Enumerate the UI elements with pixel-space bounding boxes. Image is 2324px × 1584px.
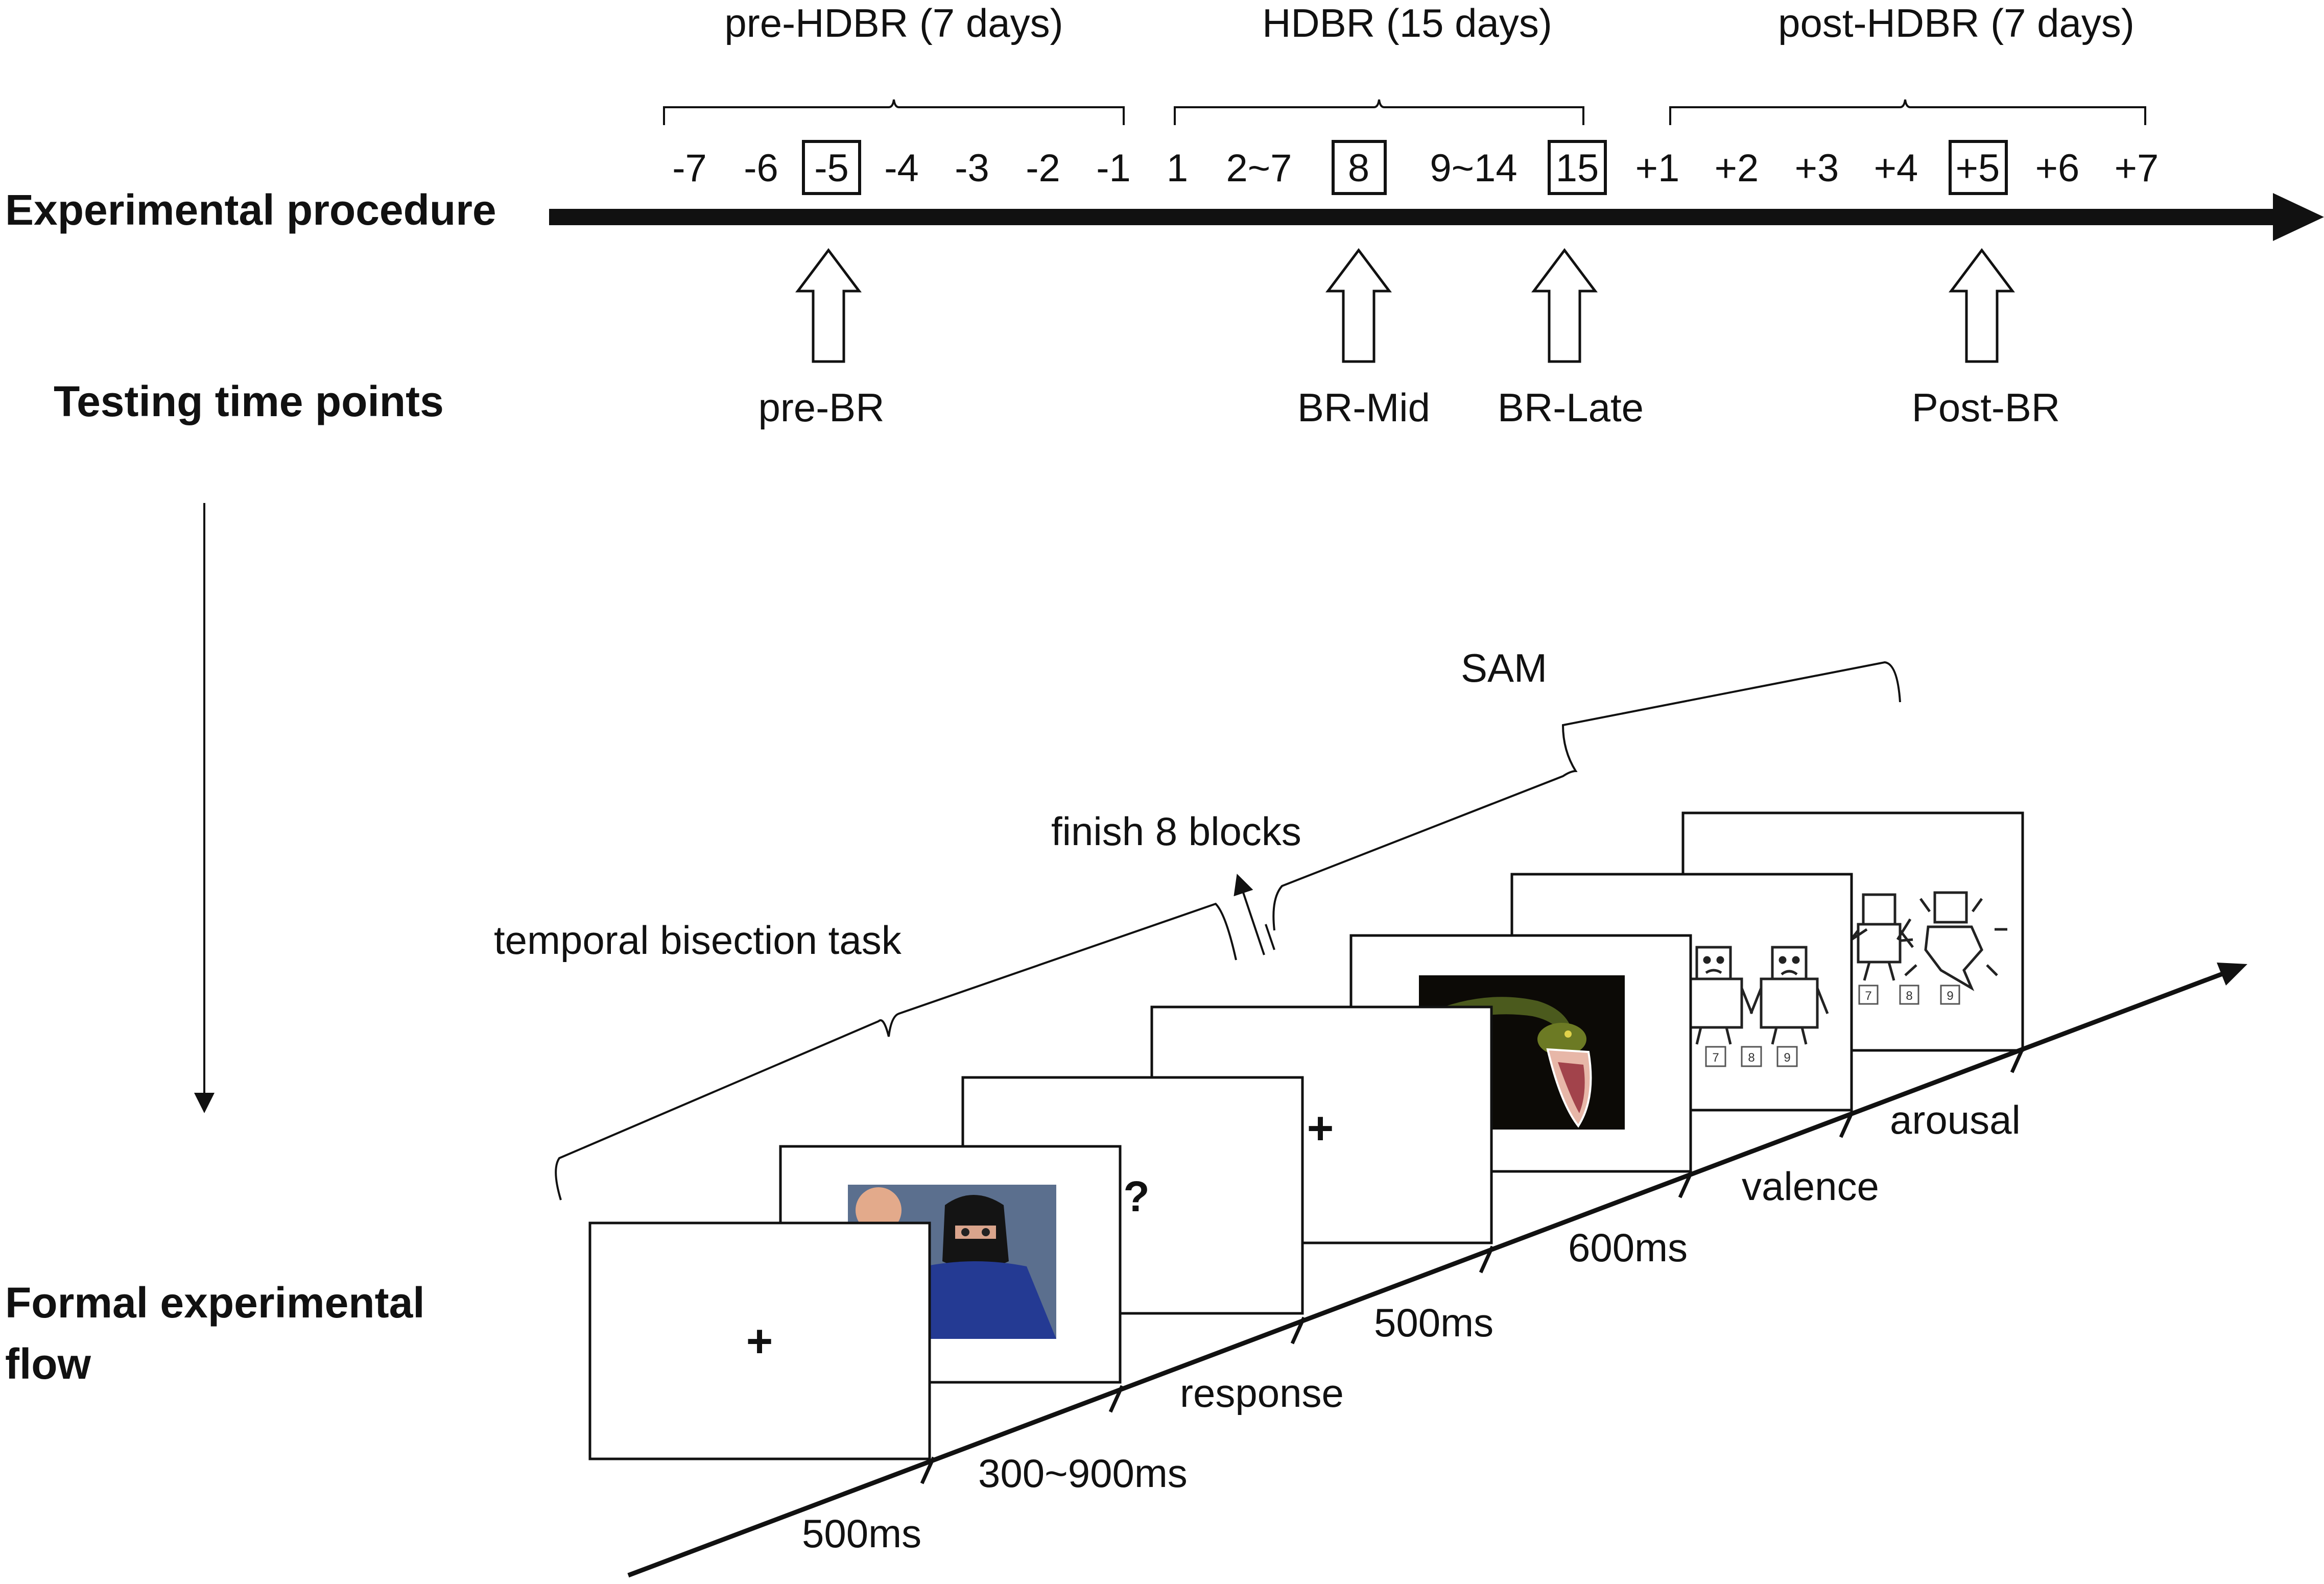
day-box-8 (1332, 140, 1387, 195)
sam-scale-value: 8 (1748, 1051, 1754, 1065)
day-tick: -7 (672, 147, 707, 190)
day-tick: 1 (1167, 147, 1188, 190)
sam-scale-value: 7 (1865, 989, 1871, 1003)
testing-row-label: Testing time points (54, 377, 444, 425)
up-arrow-icon (1949, 248, 2015, 363)
phase-brace-pre (663, 99, 1125, 125)
flow-tick (1678, 1170, 1694, 1198)
duration-label: 600ms (1568, 1225, 1688, 1270)
day-tick: 8 (1348, 147, 1369, 190)
flow-time-arrowhead (2217, 963, 2247, 986)
up-arrow-icon (1531, 248, 1598, 363)
sam-scale-value: 9 (1784, 1051, 1790, 1065)
day-box-15 (1548, 140, 1607, 195)
sam-scale-value: 8 (1906, 989, 1912, 1003)
day-tick: 2~7 (1226, 147, 1292, 190)
duration-label: response (1180, 1371, 1344, 1415)
procedure-row-label: Experimental procedure (5, 186, 496, 234)
sam-figure-icon (1749, 946, 1829, 1045)
flow-row-label-line1: Formal experimental (5, 1279, 425, 1327)
screen-frame (588, 1221, 931, 1460)
sam-scale: 7 8 9 (1705, 1046, 1798, 1067)
day-tick: +4 (1874, 147, 1918, 190)
day-tick: -2 (1026, 147, 1060, 190)
sam-figure-icon (1901, 891, 2007, 991)
testing-point-pre-br: pre-BR (758, 385, 884, 430)
sam-scale: 7 8 9 (1858, 985, 1960, 1005)
up-arrow-icon (1325, 248, 1392, 363)
day-tick: 15 (1556, 147, 1599, 190)
testing-arrows (795, 248, 2015, 363)
sam-scale-box (1741, 1046, 1762, 1067)
day-tick: +7 (2115, 147, 2159, 190)
sam-scale-box (1899, 985, 1919, 1005)
flow-tick (1479, 1245, 1495, 1274)
day-tick: -6 (744, 147, 778, 190)
duration-label: valence (1742, 1164, 1879, 1209)
day-tick: -4 (884, 147, 919, 190)
flow-tick (2010, 1045, 2026, 1073)
phase-brace-hdbr (1174, 99, 1584, 125)
screen-fixation-1: + (588, 1221, 931, 1460)
loop-arrow-tick (1265, 924, 1275, 950)
duration-label: arousal (1890, 1097, 2021, 1142)
sam-bracket-label: SAM (1461, 645, 1547, 690)
task-bracket (555, 902, 1237, 1201)
day-box-minus5 (802, 140, 861, 195)
testing-point-post-br: Post-BR (1912, 385, 2060, 430)
day-tick: -1 (1096, 147, 1131, 190)
flow-tick (1839, 1110, 1855, 1138)
sam-scale-box (1940, 985, 1960, 1005)
loop-label: finish 8 blocks (1051, 809, 1301, 854)
duration-label: 500ms (1374, 1300, 1493, 1345)
flow-time-axis (627, 968, 2233, 1578)
day-tick: 9~14 (1430, 147, 1517, 190)
sam-scale-box (1705, 1046, 1726, 1067)
fixation-cross-icon: + (1307, 1103, 1334, 1154)
phase-label-pre: pre-HDBR (7 days) (724, 1, 1063, 45)
task-bracket-label: temporal bisection task (494, 918, 902, 963)
duration-label: 300~900ms (978, 1451, 1188, 1496)
sam-scale-box (1858, 985, 1879, 1005)
day-tick: +1 (1635, 147, 1680, 190)
testing-point-br-mid: BR-Mid (1297, 385, 1430, 430)
sam-scale-box (1776, 1046, 1798, 1067)
day-tick: -3 (955, 147, 989, 190)
flow-tick (920, 1456, 936, 1484)
flow-ticks (920, 1045, 2026, 1484)
flow-row-label-line2: flow (5, 1340, 91, 1388)
phase-label-post: post-HDBR (7 days) (1778, 1, 2135, 45)
up-arrow-icon (795, 248, 862, 363)
day-box-plus5 (1949, 140, 2008, 195)
sam-scale-value: 7 (1712, 1051, 1719, 1065)
loop-arrow (1234, 874, 1265, 955)
duration-label: 500ms (802, 1511, 921, 1556)
day-ticks: -7 -6 -5 -4 -3 -2 -1 1 2~7 8 9~14 15 +1 … (672, 147, 2159, 190)
day-tick: +2 (1715, 147, 1759, 190)
flow-tick (1108, 1385, 1124, 1413)
day-tick: +6 (2035, 147, 2080, 190)
day-tick: +5 (1956, 147, 2000, 190)
day-tick: +3 (1795, 147, 1839, 190)
flow-tick (1290, 1316, 1306, 1345)
sam-bracket (1272, 661, 1901, 931)
timeline-arrowhead (2273, 193, 2324, 241)
testing-point-br-late: BR-Late (1498, 385, 1644, 430)
phase-brace-post (1669, 99, 2146, 125)
phase-label-hdbr: HDBR (15 days) (1262, 1, 1552, 45)
question-mark-icon: ? (1123, 1172, 1149, 1220)
fixation-cross-icon: + (746, 1316, 773, 1367)
day-tick: -5 (814, 147, 849, 190)
sam-scale-value: 9 (1947, 989, 1953, 1003)
